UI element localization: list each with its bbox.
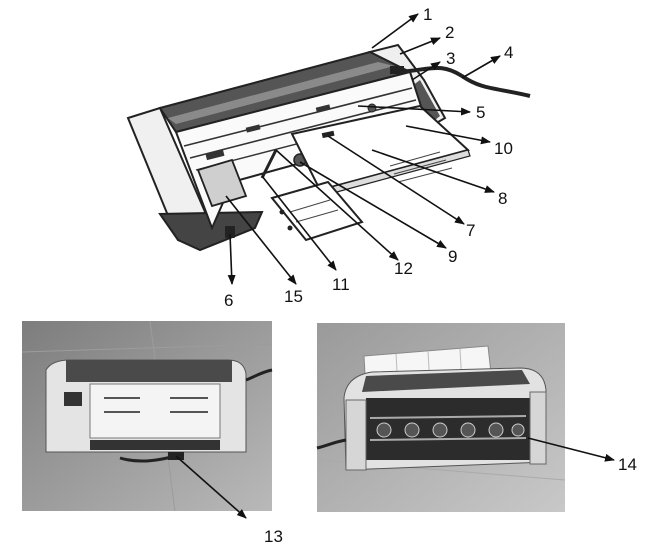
callout-13: 13 — [264, 527, 283, 546]
callout-8: 8 — [498, 189, 507, 208]
leader-3 — [411, 61, 441, 81]
callout-3: 3 — [446, 49, 455, 68]
machine-window — [64, 392, 82, 406]
housing-right-foot — [529, 391, 547, 465]
callout-11: 11 — [332, 275, 350, 294]
callout-2: 2 — [445, 23, 454, 42]
roller-1 — [376, 422, 392, 438]
knob-small — [367, 103, 377, 113]
tray-rib-3 — [397, 167, 453, 183]
leader-14 — [527, 437, 615, 462]
leader-8 — [371, 149, 495, 193]
power-switch — [225, 226, 235, 238]
housing-left-foot — [345, 399, 367, 471]
rail-slot-a — [245, 124, 261, 133]
cable-plug — [390, 66, 404, 74]
roller-5 — [488, 422, 504, 438]
callout-9: 9 — [448, 247, 457, 266]
machine-top-dark — [66, 360, 232, 382]
power-cable — [397, 65, 531, 98]
callout-5: 5 — [476, 103, 485, 122]
callout-7: 7 — [466, 221, 475, 240]
callout-1: 1 — [423, 5, 432, 24]
leader-4 — [461, 55, 501, 79]
photo-cable-bottom — [119, 454, 177, 463]
tray-rib-1 — [389, 151, 441, 167]
callout-15: 15 — [284, 287, 303, 306]
housing-top-dark — [362, 370, 530, 392]
photo-side-view — [316, 323, 566, 512]
photo-front-view — [21, 320, 273, 512]
exit-rib-2 — [295, 209, 339, 223]
exit-stop-2 — [287, 225, 293, 231]
exit-stop-1 — [279, 209, 285, 215]
rail-slot-b — [315, 104, 331, 113]
right-panel-dark — [412, 80, 440, 124]
floor-joint-1 — [21, 343, 273, 353]
rail-2 — [189, 99, 417, 159]
roller-3 — [432, 422, 448, 438]
lid-highlight — [168, 62, 394, 124]
exit-tray — [270, 180, 364, 242]
roller-2 — [404, 422, 420, 438]
machine-base-slot — [90, 440, 220, 450]
front-panel-window — [196, 158, 248, 208]
leader-13 — [175, 455, 247, 519]
roller-shaft-2 — [369, 437, 527, 441]
card-cutter-drawing — [126, 43, 531, 252]
leader-1 — [371, 13, 419, 49]
tray-tab — [321, 130, 335, 139]
callout-4: 4 — [504, 43, 513, 62]
leader-9 — [299, 161, 447, 249]
rail-slot-c — [205, 149, 225, 161]
roller-4 — [460, 422, 476, 438]
leader-2 — [399, 37, 441, 55]
callout-12: 12 — [394, 259, 413, 278]
leader-10 — [405, 125, 491, 145]
guide-lever — [260, 149, 278, 179]
housing-dark-band — [158, 210, 264, 252]
roller-6 — [511, 423, 525, 437]
leader-6 — [227, 233, 236, 285]
callout-numbers: 1 2 3 4 5 6 7 8 9 10 11 12 13 14 15 — [224, 5, 637, 546]
leader-12 — [275, 149, 399, 261]
photo-cable-front — [245, 368, 273, 382]
photo-cable-side — [316, 438, 347, 450]
leader-lines — [175, 13, 615, 519]
rail-1 — [183, 87, 413, 147]
roller-shaft-1 — [369, 415, 527, 419]
callout-14: 14 — [618, 455, 637, 474]
leader-15 — [225, 195, 297, 285]
leader-5 — [357, 105, 471, 116]
leader-11 — [261, 175, 337, 271]
leader-7 — [327, 135, 465, 225]
exit-rib-1 — [289, 199, 331, 213]
callout-10: 10 — [494, 139, 513, 158]
callout-6: 6 — [224, 291, 233, 310]
